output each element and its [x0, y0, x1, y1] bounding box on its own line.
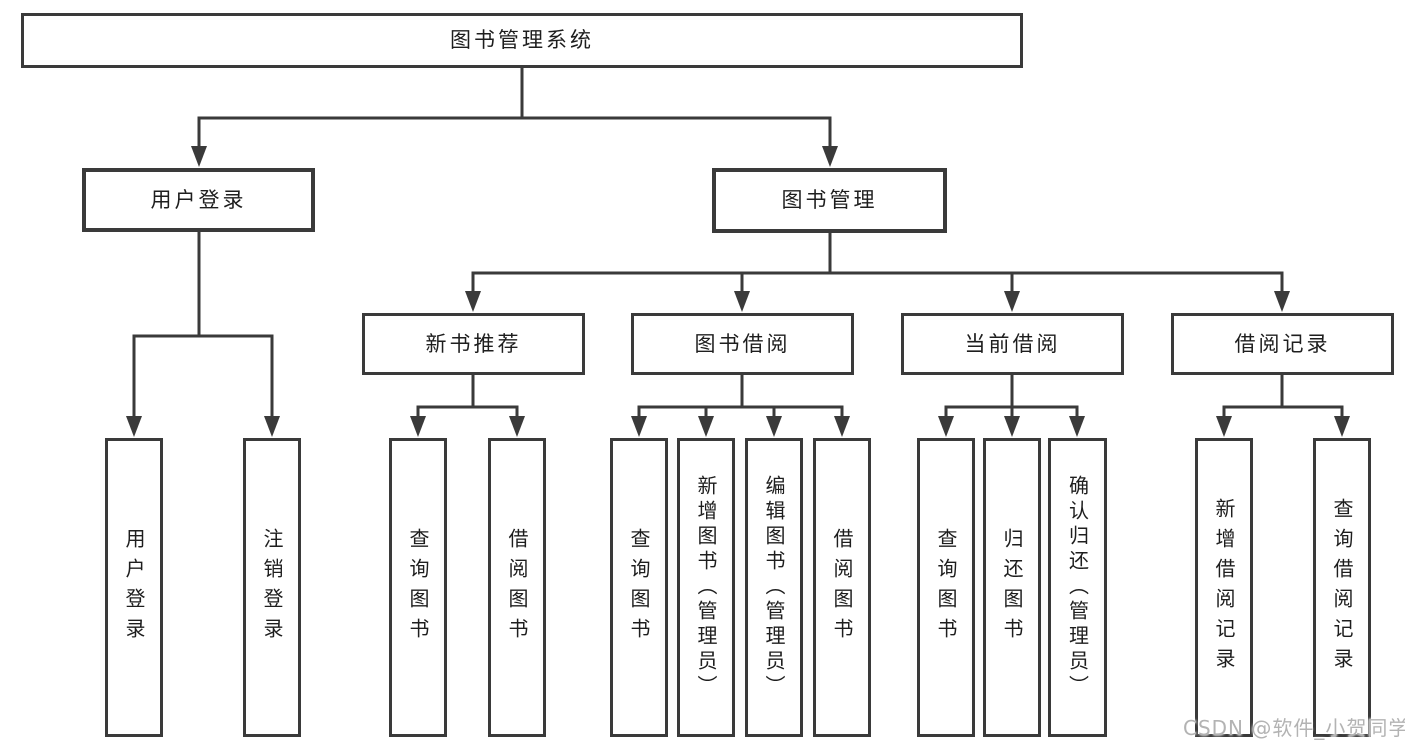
leaf-newrec-borrow-books: 借阅图书: [488, 438, 546, 737]
node-book-borrowing: 图书借阅: [631, 313, 854, 375]
node-label: 借阅记录: [1234, 331, 1331, 356]
leaf-newrec-query-books: 查询图书: [389, 438, 447, 737]
arrowhead-group: [126, 146, 1350, 437]
leaf-current-query-books: 查询图书: [917, 438, 975, 737]
node-label: 新增图书（管理员）: [694, 475, 718, 700]
leaf-user-login: 用户登录: [105, 438, 163, 737]
node-user-login: 用户登录: [82, 168, 315, 232]
node-label: 查询图书: [934, 527, 958, 648]
node-label: 用户登录: [150, 187, 247, 212]
node-label: 查询图书: [406, 527, 430, 648]
node-label: 借阅图书: [505, 527, 529, 648]
node-label: 当前借阅: [964, 331, 1061, 356]
leaf-borrow-borrow-books: 借阅图书: [813, 438, 871, 737]
node-label: 借阅图书: [830, 527, 854, 648]
node-label: 确认归还（管理员）: [1065, 475, 1090, 700]
csdn-watermark: CSDN @软件_小贺同学: [1183, 716, 1405, 740]
node-label: 查询借阅记录: [1330, 497, 1354, 678]
leaf-borrow-edit-books-admin: 编辑图书（管理员）: [745, 438, 803, 737]
node-borrowing-records: 借阅记录: [1171, 313, 1394, 375]
leaf-borrow-query-books: 查询图书: [610, 438, 668, 737]
leaf-current-confirm-return-admin: 确认归还（管理员）: [1048, 438, 1107, 737]
leaf-borrow-add-books-admin: 新增图书（管理员）: [677, 438, 735, 737]
node-label: 图书借阅: [694, 331, 791, 356]
node-label: 归还图书: [1000, 527, 1024, 648]
node-library-management-system: 图书管理系统: [21, 13, 1023, 68]
node-label: 注销登录: [260, 527, 284, 648]
node-label: 新增借阅记录: [1212, 497, 1236, 678]
leaf-records-add-record: 新增借阅记录: [1195, 438, 1253, 737]
node-label: 编辑图书（管理员）: [762, 475, 786, 700]
node-label: 图书管理系统: [450, 28, 594, 52]
node-label: 用户登录: [122, 527, 146, 648]
leaf-records-query-record: 查询借阅记录: [1313, 438, 1371, 737]
node-current-borrowing: 当前借阅: [901, 313, 1124, 375]
node-label: 图书管理: [781, 188, 878, 212]
leaf-current-return-books: 归还图书: [983, 438, 1041, 737]
node-new-book-recommend: 新书推荐: [362, 313, 585, 375]
leaf-logout: 注销登录: [243, 438, 301, 737]
node-label: 新书推荐: [425, 331, 522, 356]
node-label: 查询图书: [627, 527, 651, 648]
node-book-management: 图书管理: [712, 168, 947, 233]
